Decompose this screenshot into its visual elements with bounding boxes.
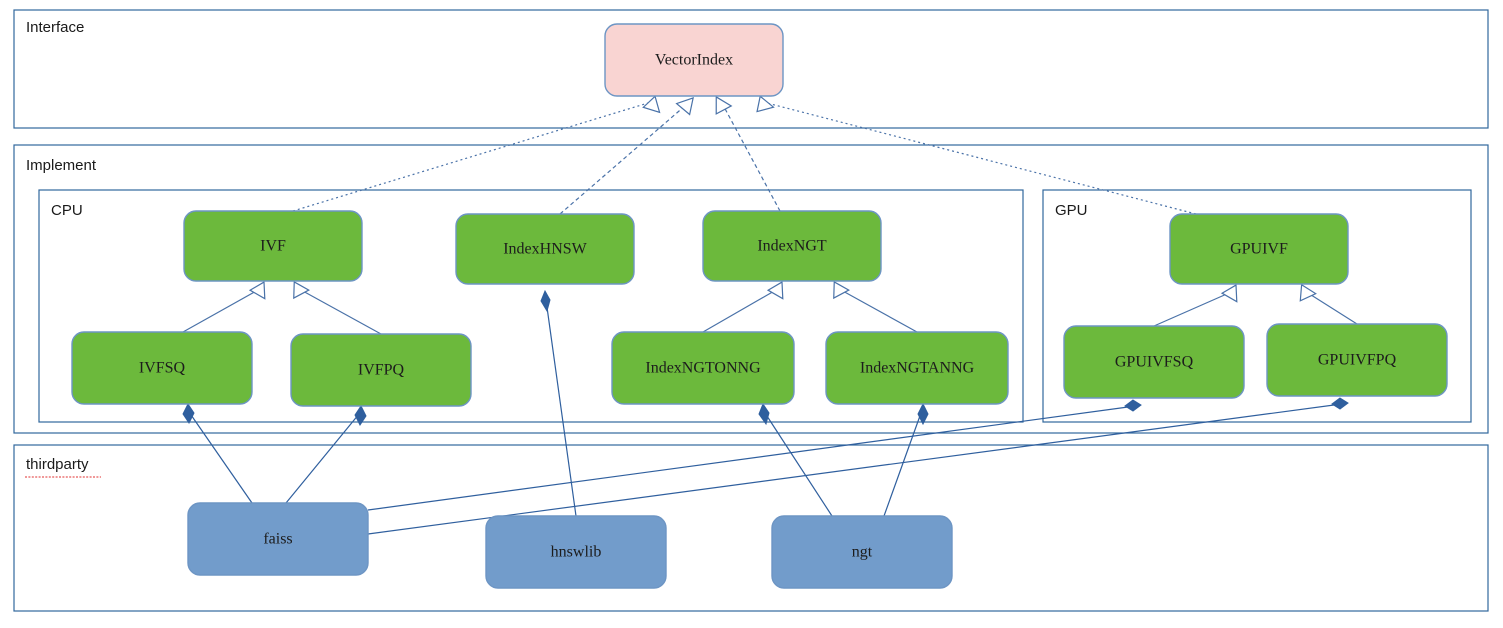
node-box-ngt[interactable] <box>771 515 953 589</box>
node-label-ngt: ngt <box>852 544 873 561</box>
node-indexngt[interactable]: IndexNGT <box>702 210 882 282</box>
node-label-gpuivfpq: GPUIVFPQ <box>1318 352 1397 369</box>
group-label-cpu: CPU <box>51 202 83 219</box>
node-hnswlib[interactable]: hnswlib <box>485 515 667 589</box>
realization-arrowhead-icon <box>675 96 694 116</box>
generalization-arrowhead-icon <box>1299 283 1317 302</box>
composition-diamond-icon <box>1124 399 1142 412</box>
edge-indexngtonng-to-indexngt <box>702 281 784 333</box>
group-label-implement: Implement <box>26 157 97 174</box>
node-label-vectorindex: VectorIndex <box>655 52 733 69</box>
node-label-gpuivf: GPUIVF <box>1230 241 1288 258</box>
edge-ivfsq-to-ivf <box>182 281 266 333</box>
node-ivfpq[interactable]: IVFPQ <box>290 333 472 407</box>
edge-indexngtanng-to-indexngt <box>833 280 918 333</box>
node-label-ivf: IVF <box>260 238 286 255</box>
edge-indexngt-to-vectorindex <box>715 95 781 212</box>
node-box-indexhnsw[interactable] <box>455 213 635 285</box>
composition-diamond-icon <box>1331 397 1349 410</box>
node-label-ivfsq: IVFSQ <box>139 360 186 377</box>
node-label-faiss: faiss <box>263 531 292 548</box>
node-ngt[interactable]: ngt <box>771 515 953 589</box>
generalization-arrowhead-icon <box>293 280 311 300</box>
node-box-gpuivfsq[interactable] <box>1063 325 1245 399</box>
node-indexhnsw[interactable]: IndexHNSW <box>455 213 635 285</box>
edge-faiss-to-gpuivfsq <box>367 399 1142 511</box>
node-label-indexhnsw: IndexHNSW <box>503 241 587 258</box>
node-gpuivf[interactable]: GPUIVF <box>1169 213 1349 285</box>
group-label-interface: Interface <box>26 19 84 36</box>
node-label-indexngtanng: IndexNGTANNG <box>860 360 975 377</box>
group-label-gpu: GPU <box>1055 202 1088 219</box>
node-box-indexngt[interactable] <box>702 210 882 282</box>
generalization-arrowhead-icon <box>248 281 266 300</box>
node-gpuivfpq[interactable]: GPUIVFPQ <box>1266 323 1448 397</box>
edge-ngt-to-indexngtanng <box>883 402 929 517</box>
node-label-ivfpq: IVFPQ <box>358 362 405 379</box>
node-box-hnswlib[interactable] <box>485 515 667 589</box>
node-box-indexngtonng[interactable] <box>611 331 795 405</box>
node-box-ivf[interactable] <box>183 210 363 282</box>
node-ivf[interactable]: IVF <box>183 210 363 282</box>
node-box-ivfpq[interactable] <box>290 333 472 407</box>
node-box-indexngtanng[interactable] <box>825 331 1009 405</box>
edge-indexhnsw-to-vectorindex <box>559 96 694 215</box>
generalization-arrowhead-icon <box>766 281 784 300</box>
generalization-arrowhead-icon <box>833 280 851 300</box>
composition-diamond-icon <box>354 405 367 426</box>
edge-gpuivf-to-vectorindex <box>756 95 1197 215</box>
node-indexngtanng[interactable]: IndexNGTANNG <box>825 331 1009 405</box>
edge-faiss-to-ivfpq <box>285 405 367 504</box>
node-box-vectorindex[interactable] <box>604 23 784 97</box>
edge-gpuivfsq-to-gpuivf <box>1153 284 1238 327</box>
node-vectorindex[interactable]: VectorIndex <box>604 23 784 97</box>
edge-faiss-to-gpuivfpq <box>367 397 1349 535</box>
node-ivfsq[interactable]: IVFSQ <box>71 331 253 405</box>
node-faiss[interactable]: faiss <box>187 502 369 576</box>
composition-diamond-icon <box>540 289 551 313</box>
realization-arrowhead-icon <box>756 95 775 113</box>
group-label-thirdparty: thirdparty <box>26 456 89 473</box>
composition-diamond-icon <box>182 403 195 424</box>
generalization-arrowhead-icon <box>1220 284 1238 303</box>
composition-diamond-icon <box>758 402 770 426</box>
realization-arrowhead-icon <box>715 95 733 115</box>
node-label-indexngt: IndexNGT <box>757 238 827 255</box>
node-label-indexngtonng: IndexNGTONNG <box>645 360 761 377</box>
edge-gpuivfpq-to-gpuivf <box>1299 283 1358 325</box>
node-label-gpuivfsq: GPUIVFSQ <box>1115 354 1194 371</box>
node-gpuivfsq[interactable]: GPUIVFSQ <box>1063 325 1245 399</box>
edge-ivfpq-to-ivf <box>293 280 382 335</box>
composition-diamond-icon <box>917 402 929 426</box>
edge-ngt-to-indexngtonng <box>758 402 833 517</box>
node-box-gpuivf[interactable] <box>1169 213 1349 285</box>
node-box-faiss[interactable] <box>187 502 369 576</box>
edge-hnswlib-to-indexhnsw <box>540 289 577 517</box>
edge-ivf-to-vectorindex <box>292 95 661 212</box>
node-indexngtonng[interactable]: IndexNGTONNG <box>611 331 795 405</box>
edge-faiss-to-ivfsq <box>182 403 253 504</box>
node-box-gpuivfpq[interactable] <box>1266 323 1448 397</box>
node-label-hnswlib: hnswlib <box>551 544 602 561</box>
node-box-ivfsq[interactable] <box>71 331 253 405</box>
realization-arrowhead-icon <box>642 95 661 114</box>
